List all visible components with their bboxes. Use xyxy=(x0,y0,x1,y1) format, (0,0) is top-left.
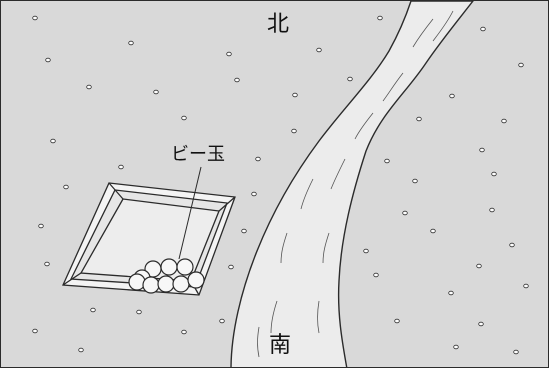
gravel-dot xyxy=(251,191,257,197)
river xyxy=(230,1,474,367)
south-label: 南 xyxy=(269,333,292,358)
gravel-dot xyxy=(416,116,422,122)
gravel-dot xyxy=(513,349,519,355)
river-ripples xyxy=(257,10,454,358)
gravel-dot xyxy=(50,138,56,144)
gravel-dot xyxy=(128,40,134,46)
marble xyxy=(142,276,160,294)
gravel-dot xyxy=(412,178,418,184)
marble xyxy=(172,275,190,293)
gravel-dot xyxy=(291,128,297,134)
gravel-dot xyxy=(518,62,524,68)
marble xyxy=(160,258,178,276)
gravel-dot xyxy=(478,321,484,327)
gravel-dot xyxy=(45,57,51,63)
gravel-dot xyxy=(479,147,485,153)
gravel-dot xyxy=(373,272,379,278)
gravel-dot xyxy=(118,164,124,170)
gravel-dot xyxy=(219,318,225,324)
gravel-dot xyxy=(347,76,353,82)
gravel-dot xyxy=(153,89,159,95)
gravel-dot xyxy=(476,263,482,269)
marble xyxy=(157,275,175,293)
gravel-dot xyxy=(181,329,187,335)
marble-leader-line xyxy=(178,166,202,260)
gravel-dot xyxy=(32,15,38,21)
gravel-dot xyxy=(136,309,142,315)
gravel-dot xyxy=(449,93,455,99)
gravel-dot xyxy=(402,210,408,216)
gravel-dot xyxy=(489,207,495,213)
gravel-dot xyxy=(63,184,69,190)
gravel-dot xyxy=(86,84,92,90)
gravel-dot xyxy=(363,248,369,254)
marble xyxy=(187,271,205,289)
gravel-dot xyxy=(234,77,240,83)
gravel-dot xyxy=(430,228,436,234)
marbles xyxy=(128,258,205,294)
gravel-dot xyxy=(255,156,261,162)
gravel-dot xyxy=(523,283,529,289)
gravel-dot xyxy=(394,318,400,324)
marble xyxy=(176,258,194,276)
gravel-dot xyxy=(226,51,232,57)
gravel-dot xyxy=(316,47,322,53)
gravel-dot xyxy=(453,344,459,350)
marble-label: ビー玉 xyxy=(171,144,225,165)
gravel-dot xyxy=(38,223,44,229)
gravel-dot xyxy=(90,307,96,313)
gravel-dot xyxy=(384,158,390,164)
gravel-dot xyxy=(44,261,50,267)
gravel-dot xyxy=(241,228,247,234)
marble xyxy=(128,273,146,291)
gravel-dot xyxy=(228,264,234,270)
gravel-dot xyxy=(509,242,515,248)
gravel-dot xyxy=(181,115,187,121)
gravel-dot xyxy=(292,92,298,98)
gravel-dot xyxy=(32,328,38,334)
gravel-dot xyxy=(501,118,507,124)
north-label: 北 xyxy=(267,12,290,37)
gravel-dot xyxy=(448,290,454,296)
gravel-dot xyxy=(491,171,497,177)
gravel-dot xyxy=(377,15,383,21)
gravel-dot xyxy=(78,347,84,353)
gravel-dot xyxy=(480,26,486,32)
